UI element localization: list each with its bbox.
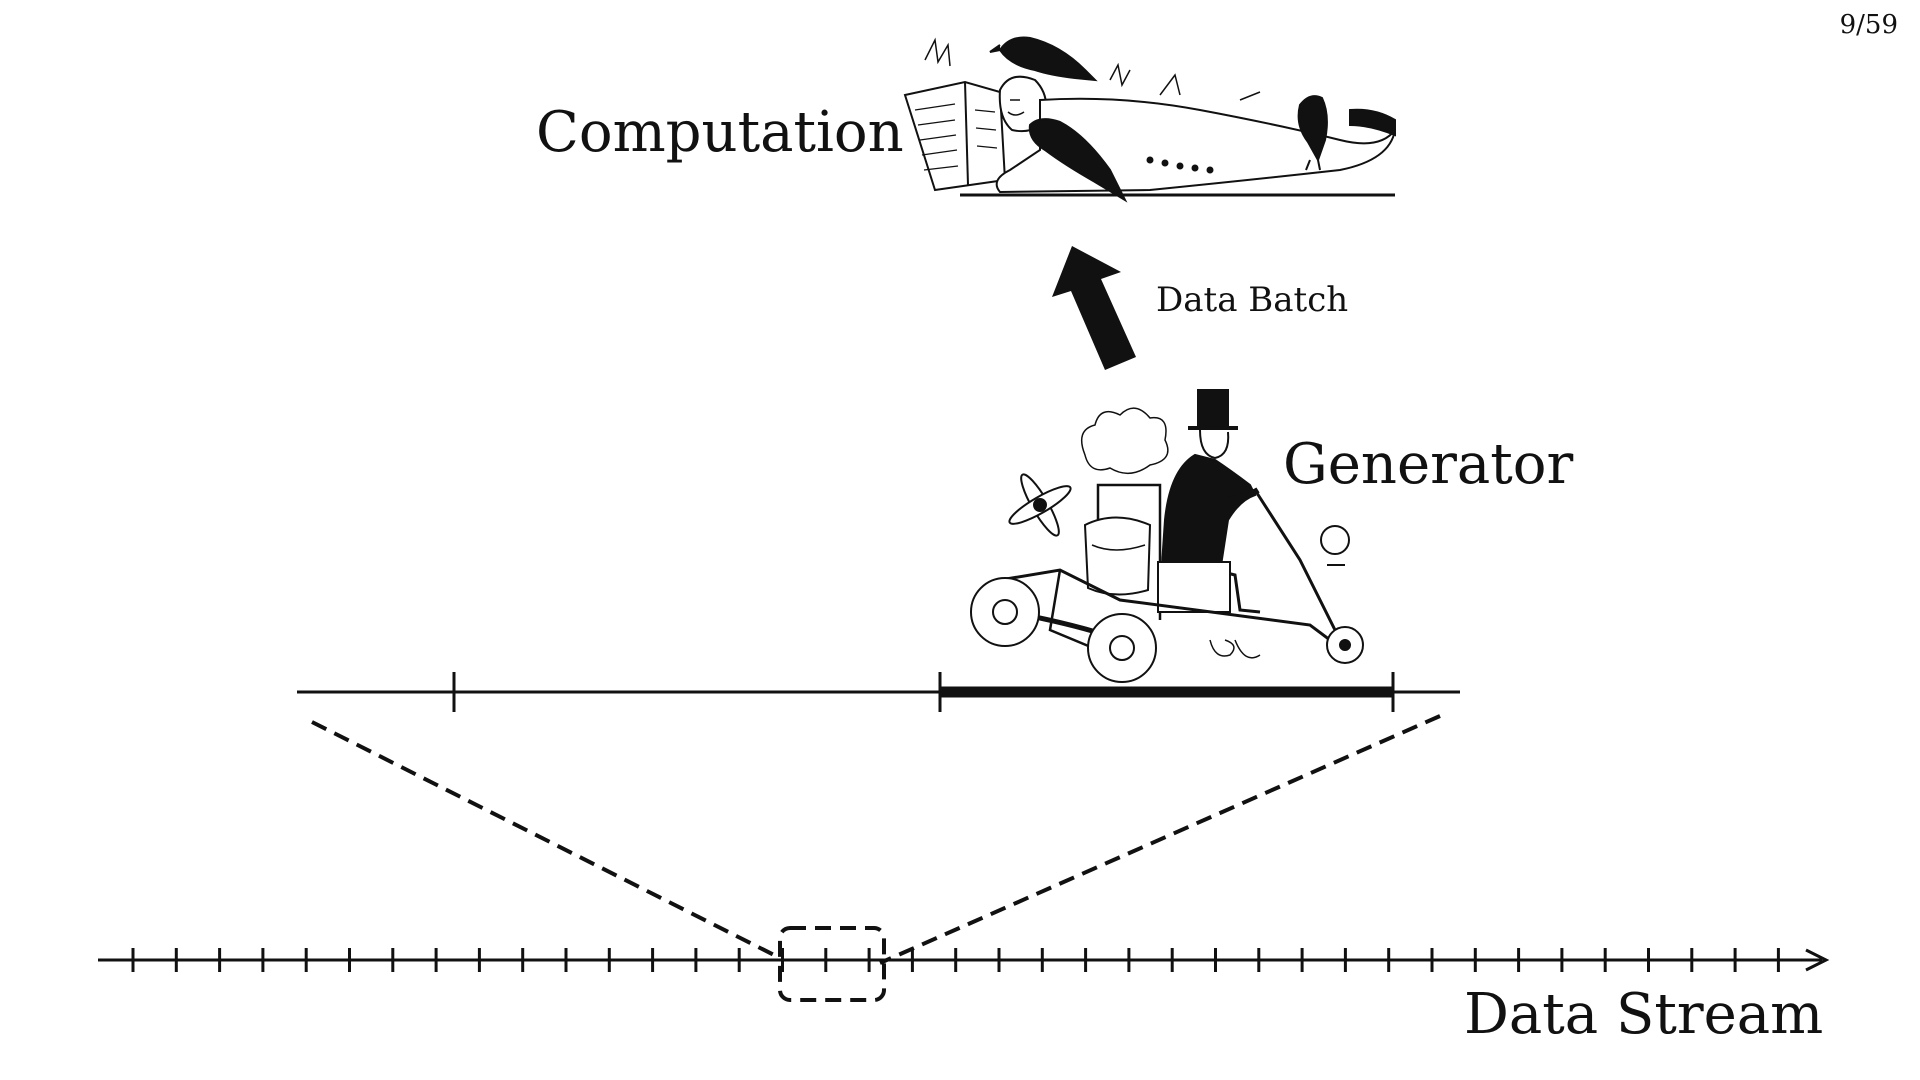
zoom-projection bbox=[311, 714, 1441, 1002]
generator-label: Generator bbox=[1283, 432, 1574, 497]
page-total: /59 bbox=[1856, 10, 1898, 40]
computation-label: Computation bbox=[536, 100, 904, 165]
zoom-line-right bbox=[879, 714, 1441, 965]
data-batch-arrow bbox=[1052, 246, 1136, 370]
data-batch-label: Data Batch bbox=[1156, 280, 1349, 320]
stream-axis-arrowhead bbox=[1805, 948, 1830, 972]
data-stream-axis bbox=[98, 948, 1830, 972]
page-number: 9/59 bbox=[1840, 10, 1898, 40]
page-current: 9 bbox=[1839, 10, 1857, 40]
stream-ticks bbox=[131, 948, 1780, 972]
computation-illustration bbox=[903, 36, 1396, 203]
zoom-line-left bbox=[311, 720, 781, 960]
window-timeline bbox=[297, 672, 1460, 712]
generator-illustration bbox=[970, 389, 1364, 683]
data-stream-label: Data Stream bbox=[1464, 982, 1824, 1047]
zoom-window-box bbox=[778, 926, 886, 1002]
